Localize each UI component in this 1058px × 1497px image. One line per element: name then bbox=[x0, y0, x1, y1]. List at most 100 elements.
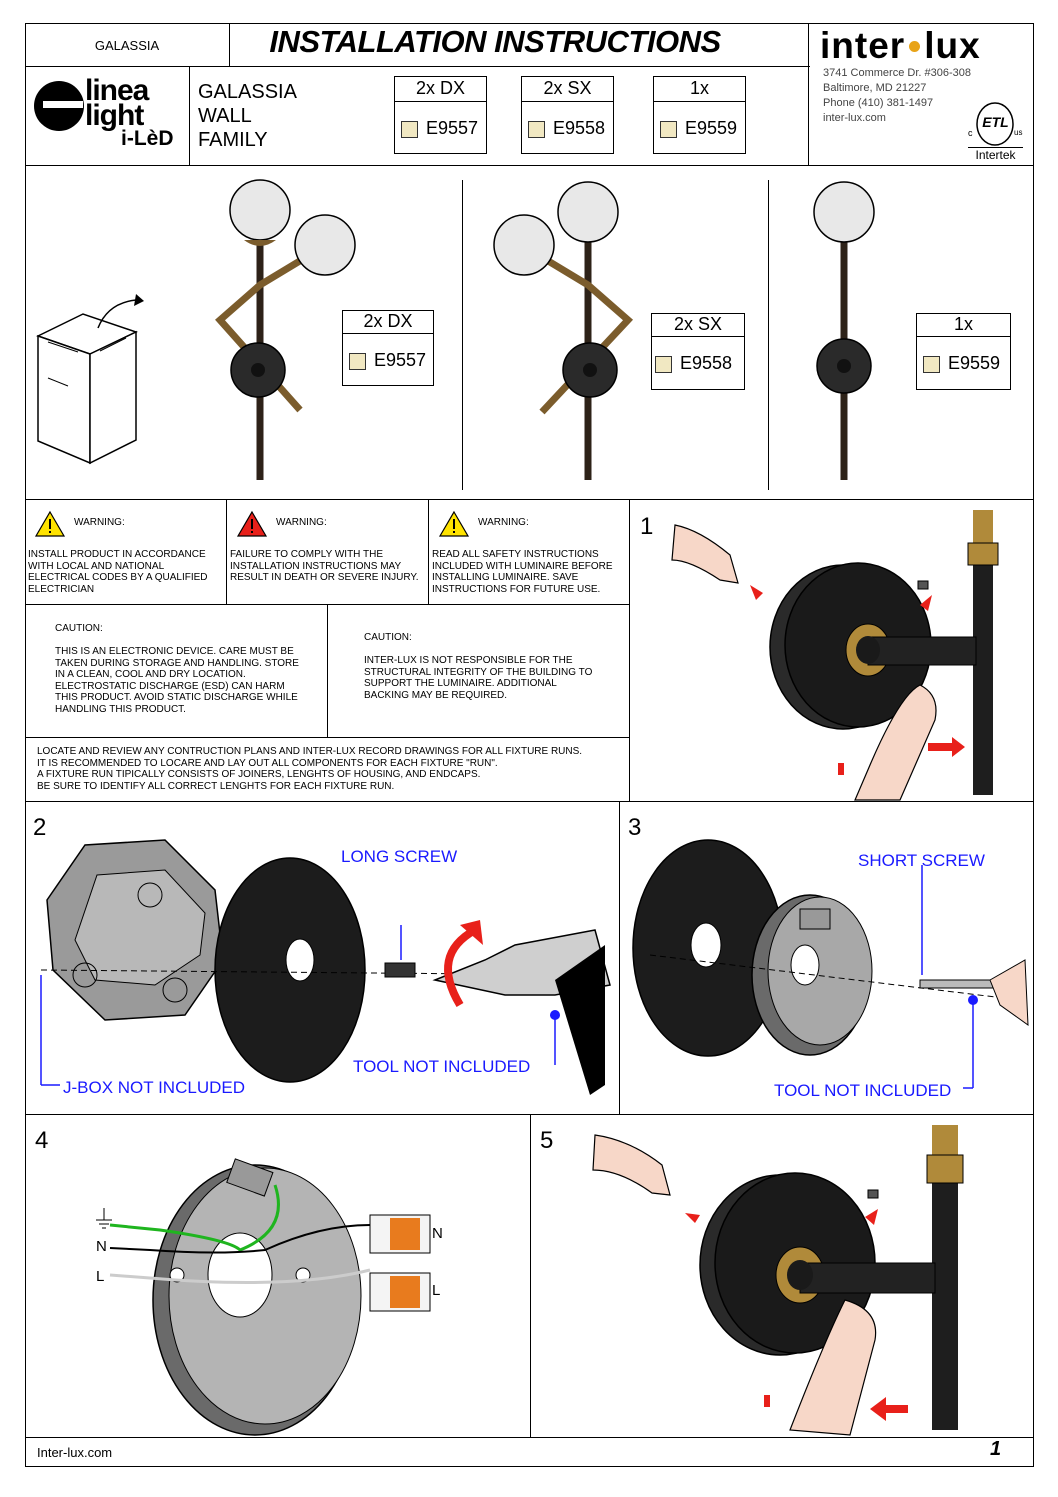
etl-mark: ETL c us Intertek bbox=[968, 100, 1023, 162]
checkbox[interactable] bbox=[655, 356, 672, 374]
checkbox[interactable] bbox=[923, 356, 940, 374]
notice-vline-right bbox=[629, 499, 630, 801]
etl-icon bbox=[976, 102, 1014, 146]
linea-light-logo: linea light i-LèD bbox=[33, 74, 187, 160]
step-4-illustration bbox=[96, 1158, 431, 1436]
row-3-vline bbox=[530, 1114, 531, 1437]
variant-code-row: E9557 bbox=[343, 334, 433, 371]
variant-code: E9558 bbox=[680, 353, 733, 373]
caution-2-text: INTER-LUX IS NOT RESPONSIBLE FOR THE STR… bbox=[364, 655, 593, 701]
jbox-not-included-label: J-BOX NOT INCLUDED bbox=[63, 1078, 245, 1097]
warning-text: FAILURE TO COMPLY WITH THE INSTALLATION … bbox=[230, 549, 419, 583]
warning-title: WARNING: bbox=[478, 517, 529, 528]
long-screw-label: LONG SCREW bbox=[341, 847, 458, 866]
warning-vline-1 bbox=[226, 499, 227, 604]
step-5-illustration bbox=[592, 1125, 964, 1436]
checkbox[interactable] bbox=[401, 121, 418, 139]
etl-us: us bbox=[1014, 128, 1023, 137]
step-4-number: 4 bbox=[35, 1127, 49, 1154]
step-2-number: 2 bbox=[33, 814, 47, 841]
tool-not-included-label-3: TOOL NOT INCLUDED bbox=[774, 1081, 952, 1100]
overview-divider-2 bbox=[768, 180, 769, 490]
danger-triangle-icon bbox=[236, 510, 268, 537]
header-variant-dx: 2x DX E9557 bbox=[394, 76, 487, 154]
warning-title: WARNING: bbox=[276, 517, 327, 528]
address-line: Baltimore, MD 21227 bbox=[823, 82, 927, 94]
logo-line3: i-LèD bbox=[121, 127, 174, 150]
fixture-dx-illustration bbox=[215, 179, 356, 480]
open-box-icon bbox=[36, 294, 144, 465]
variant-code: E9557 bbox=[374, 350, 427, 370]
variant-code-row: E9558 bbox=[652, 337, 744, 374]
variant-qty: 2x SX bbox=[652, 314, 744, 337]
variant-code: E9559 bbox=[948, 353, 1001, 373]
caution-1-title: CAUTION: bbox=[55, 623, 103, 634]
warning-triangle-icon bbox=[438, 510, 470, 537]
row-2-vline bbox=[619, 801, 620, 1114]
etl-text: ETL bbox=[982, 114, 1009, 130]
step-1-number: 1 bbox=[640, 513, 654, 540]
warning-vline-2 bbox=[428, 499, 429, 604]
intertek-label: Intertek bbox=[968, 147, 1023, 162]
overview-bottom bbox=[25, 499, 1034, 500]
brand-right: lux bbox=[924, 25, 981, 66]
locate-line: BE SURE TO IDENTIFY ALL CORRECT LENGHTS … bbox=[37, 780, 395, 792]
locate-line: IT IS RECOMMENDED TO LOCARE AND LAY OUT … bbox=[37, 757, 498, 769]
variant-qty: 2x DX bbox=[395, 77, 486, 102]
header-variant-sx: 2x SX E9558 bbox=[521, 76, 614, 154]
logo-line2: light bbox=[85, 99, 144, 132]
step-5-number: 5 bbox=[540, 1127, 554, 1154]
fixture-single-illustration bbox=[813, 181, 875, 480]
address-line: inter-lux.com bbox=[823, 112, 886, 124]
wire-l-right: L bbox=[432, 1282, 441, 1299]
wire-n-left: N bbox=[96, 1238, 107, 1255]
caution-2-title: CAUTION: bbox=[364, 632, 412, 643]
page-title: INSTALLATION INSTRUCTIONS bbox=[269, 24, 721, 59]
warning-title: WARNING: bbox=[74, 517, 125, 528]
row-3-top bbox=[25, 1114, 1034, 1115]
overview-variant-sx: 2x SX E9558 bbox=[651, 313, 745, 390]
checkbox[interactable] bbox=[349, 353, 366, 371]
header-vline-2 bbox=[808, 23, 809, 166]
footer-website: Inter-lux.com bbox=[37, 1445, 113, 1460]
variant-code: E9557 bbox=[426, 118, 479, 138]
wire-l-left: L bbox=[96, 1268, 105, 1285]
short-screw-label: SHORT SCREW bbox=[858, 851, 985, 870]
tool-not-included-label-2: TOOL NOT INCLUDED bbox=[353, 1057, 531, 1076]
row-2-top bbox=[25, 801, 1034, 802]
family-line-1: GALASSIA bbox=[198, 81, 297, 103]
interlux-logo: inter lux bbox=[820, 24, 1030, 68]
warning-text: READ ALL SAFETY INSTRUCTIONS INCLUDED WI… bbox=[432, 549, 613, 595]
family-name: GALASSIA WALL FAMILY bbox=[198, 80, 297, 152]
checkbox[interactable] bbox=[660, 121, 677, 139]
family-line-2: WALL bbox=[198, 105, 252, 127]
product-short-name: GALASSIA bbox=[94, 38, 160, 53]
variant-code-row: E9559 bbox=[654, 102, 745, 139]
caution-bottom bbox=[25, 737, 629, 738]
step-3-number: 3 bbox=[628, 814, 642, 841]
step-3-illustration bbox=[632, 839, 1029, 1089]
page-frame bbox=[25, 23, 1034, 1467]
wire-n-right: N bbox=[432, 1225, 443, 1242]
overview-divider-1 bbox=[462, 180, 463, 490]
company-address: 3741 Commerce Dr. #306-308 Baltimore, MD… bbox=[823, 66, 971, 126]
variant-qty: 2x SX bbox=[522, 77, 613, 102]
locate-instructions: LOCATE AND REVIEW ANY CONTRUCTION PLANS … bbox=[37, 746, 627, 792]
brand-left: inter bbox=[820, 25, 906, 66]
variant-code-row: E9557 bbox=[395, 102, 486, 139]
brand-dot bbox=[909, 40, 921, 52]
header-vline-3 bbox=[189, 66, 190, 166]
warning-triangle-icon bbox=[34, 510, 66, 537]
variant-qty: 2x DX bbox=[343, 311, 433, 334]
checkbox[interactable] bbox=[528, 121, 545, 139]
address-line: Phone (410) 381-1497 bbox=[823, 97, 934, 109]
linea-light-mark bbox=[34, 81, 84, 131]
variant-code-row: E9558 bbox=[522, 102, 613, 139]
warning-text: INSTALL PRODUCT IN ACCORDANCE WITH LOCAL… bbox=[28, 549, 208, 595]
header-divider bbox=[25, 66, 810, 67]
header-variant-single: 1x E9559 bbox=[653, 76, 746, 154]
variant-qty: 1x bbox=[654, 77, 745, 102]
family-line-3: FAMILY bbox=[198, 129, 268, 151]
step-1-illustration bbox=[671, 510, 999, 801]
logo-line1: linea bbox=[85, 74, 149, 107]
